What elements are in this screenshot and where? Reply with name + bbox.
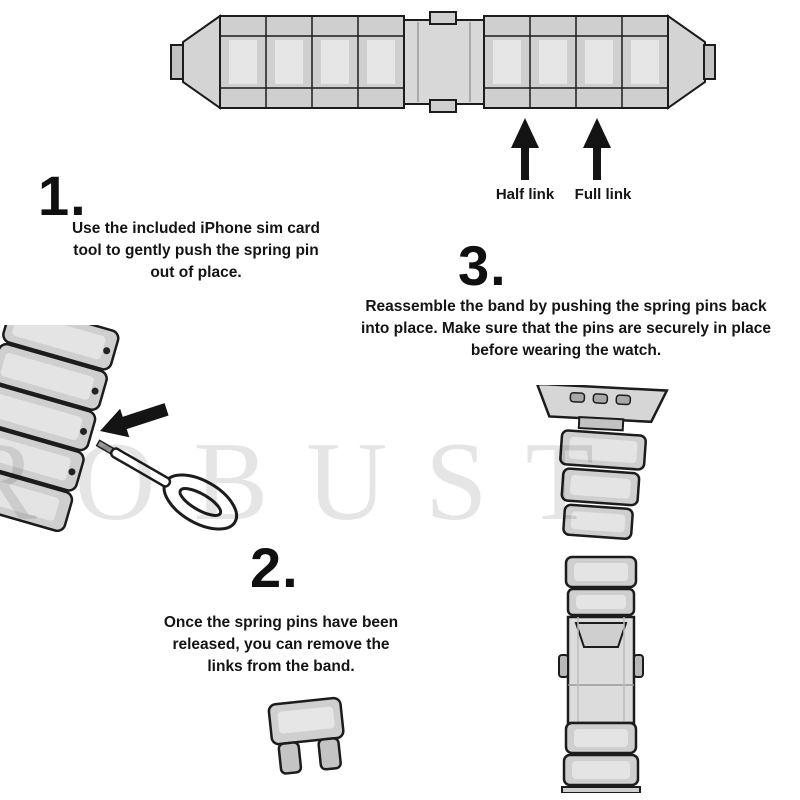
pin-removal-illustration: [0, 325, 239, 533]
left-links: [219, 15, 405, 109]
step3-line: before wearing the watch.: [470, 342, 662, 359]
step3-line: Reassemble the band by pushing the sprin…: [365, 298, 767, 315]
step1-line: Use the included iPhone sim card: [71, 220, 321, 237]
half-link-label: Half link: [495, 186, 555, 203]
upper-links: [559, 429, 647, 540]
step1-text: Use the included iPhone sim card tool to…: [50, 218, 342, 284]
arrow-down-left-icon: [100, 403, 169, 438]
removed-link-illustration: [267, 696, 345, 775]
step2-line: links from the band.: [207, 658, 355, 675]
spring-pin-holes: [68, 347, 111, 476]
sim-eject-tool: [95, 439, 239, 531]
lower-band: [558, 555, 644, 793]
right-lug-adapter: [667, 14, 716, 110]
step2-line: released, you can remove the: [172, 636, 390, 653]
full-link-label: Full link: [574, 186, 632, 203]
watch-band-top-illustration: [170, 11, 716, 113]
step1-line: tool to gently push the spring pin: [73, 242, 319, 259]
step2-text: Once the spring pins have been released,…: [125, 612, 437, 678]
step2-line: Once the spring pins have been: [163, 614, 399, 631]
up-arrow-icon: [583, 118, 611, 180]
left-lug-adapter: [170, 14, 221, 110]
step1-number: 1.: [38, 164, 87, 227]
center-clasp: [403, 11, 485, 113]
right-links: [483, 15, 669, 109]
band-reassembly-illustration: [535, 385, 669, 793]
angled-band: [0, 325, 120, 533]
lug-adapter: [535, 385, 669, 432]
up-arrow-icon: [511, 118, 539, 180]
step3-number: 3.: [458, 234, 507, 297]
step2-number: 2.: [250, 536, 299, 599]
step3-line: into place. Make sure that the pins are …: [360, 320, 772, 337]
step1-line: out of place.: [150, 264, 242, 281]
step3-text: Reassemble the band by pushing the sprin…: [340, 296, 792, 362]
